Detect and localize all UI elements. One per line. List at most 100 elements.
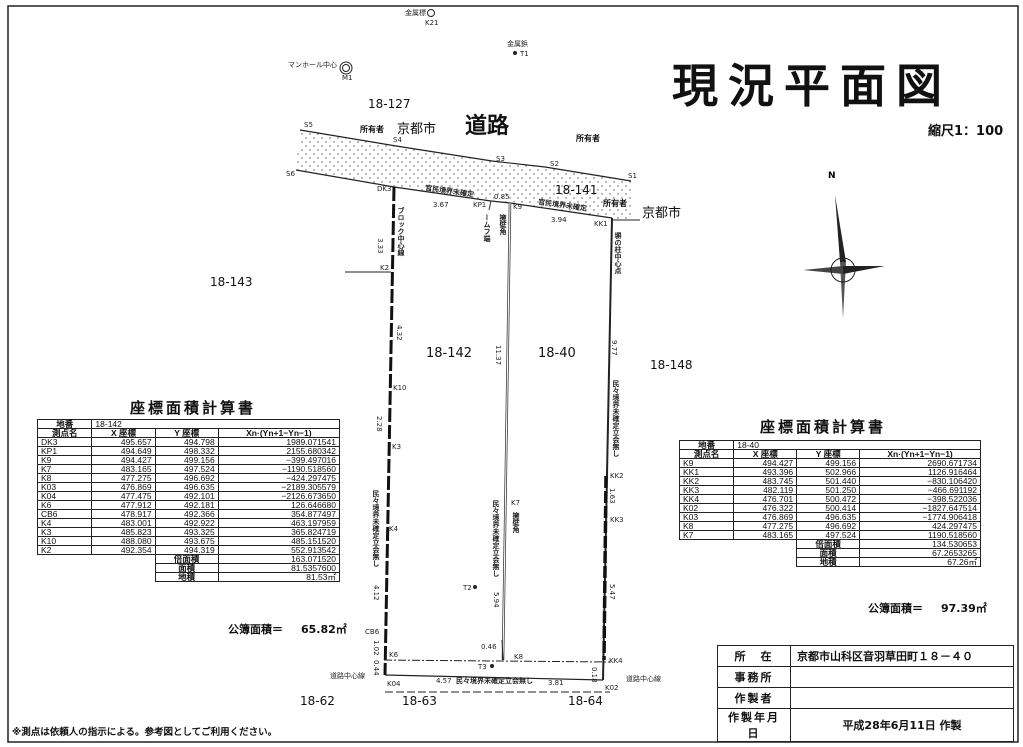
svg-text:K9: K9	[513, 203, 522, 211]
svg-text:京都市: 京都市	[642, 205, 681, 221]
right-calc-title: 座標面積計算書	[760, 418, 887, 436]
svg-text:擁壁角: 擁壁角	[512, 511, 520, 534]
svg-text:1.02: 1.02	[372, 640, 380, 656]
boundary-east	[602, 217, 613, 681]
svg-text:S6: S6	[286, 170, 295, 178]
svg-text:マンホール中心: マンホール中心	[288, 60, 337, 69]
svg-text:0.46: 0.46	[481, 643, 497, 651]
road-hatch	[296, 130, 631, 220]
svg-text:18-40: 18-40	[538, 346, 576, 361]
svg-text:K2: K2	[380, 264, 389, 272]
summary-label: 地積	[154, 572, 219, 582]
svg-text:11.37: 11.37	[494, 345, 502, 365]
left-registered-area: 公簿面積＝65.82㎡	[228, 623, 347, 636]
svg-text:K4: K4	[389, 525, 399, 533]
point-name: K7	[678, 530, 735, 540]
table-header: 測点名 X 座標 Y 座標 Xn·(Yn+1−Yn−1)	[36, 428, 341, 438]
x-coord: 483.165	[733, 530, 798, 540]
svg-text:5.47: 5.47	[608, 584, 616, 600]
svg-text:金属標: 金属標	[405, 8, 426, 17]
date-value: 平成28年6月11日 作製	[790, 708, 1014, 742]
left-calc-title: 座標面積計算書	[130, 399, 257, 417]
svg-text:所有者: 所有者	[359, 124, 384, 134]
boundary-south-dashed	[383, 659, 611, 663]
svg-text:道路: 道路	[465, 113, 510, 139]
svg-text:T2: T2	[462, 584, 472, 592]
info-box: 所 在京都市山科区音羽草田町１８－４０ 事務所 作製者 作製年月日平成28年6月…	[717, 645, 1014, 742]
svg-text:18-148: 18-148	[650, 358, 693, 372]
svg-text:0.44: 0.44	[372, 660, 380, 676]
svg-text:K02: K02	[605, 684, 619, 692]
svg-text:K21: K21	[425, 19, 439, 27]
svg-text:M1: M1	[342, 74, 353, 82]
svg-text:KK4: KK4	[609, 657, 623, 665]
summary-value: 67.26㎡	[859, 557, 981, 567]
svg-text:CB6: CB6	[365, 628, 380, 636]
svg-text:18-63: 18-63	[402, 694, 437, 708]
t3-marker-icon	[490, 664, 494, 668]
svg-text:18-141: 18-141	[555, 183, 598, 197]
point-labels: S5 S4 S3 S2 S1 S6 DK3 KP1 K9 KK1 K2 K10 …	[286, 8, 661, 692]
svg-text:S3: S3	[496, 155, 505, 163]
svg-text:K3: K3	[392, 443, 401, 451]
svg-text:4.57: 4.57	[436, 677, 452, 685]
parcel-labels: 18-127 18-141 18-143 18-142 18-40 18-148…	[210, 97, 693, 708]
svg-text:K8: K8	[514, 653, 523, 661]
office-value	[790, 666, 1014, 688]
road-center-line	[384, 674, 604, 681]
svg-text:18-142: 18-142	[426, 346, 472, 361]
svg-text:S1: S1	[628, 172, 637, 180]
svg-text:KK2: KK2	[610, 472, 624, 480]
svg-text:KK1: KK1	[594, 220, 608, 228]
svg-text:民々境界未確定立会無し: 民々境界未確定立会無し	[612, 380, 621, 458]
svg-text:KP1: KP1	[473, 201, 486, 209]
author-value	[790, 687, 1014, 709]
svg-text:S5: S5	[304, 121, 313, 129]
scale-label: 縮尺1：100	[928, 124, 1004, 139]
svg-text:4.32: 4.32	[395, 325, 403, 341]
dimension-labels: 3.67 0.85 3.94 3.33 4.32 2.28 4.12 1.02 …	[372, 193, 618, 687]
svg-text:K6: K6	[389, 651, 399, 659]
svg-text:KK3: KK3	[610, 516, 624, 524]
point-name: K2	[36, 545, 93, 555]
svg-text:S2: S2	[550, 160, 559, 168]
svg-text:ブロック中心線: ブロック中心線	[397, 206, 405, 257]
location-value: 京都市山科区音羽草田町１８－４０	[790, 645, 1014, 667]
svg-text:18-143: 18-143	[210, 275, 253, 289]
right-registered-area: 公簿面積＝97.39㎡	[868, 602, 987, 615]
t2-marker-icon	[473, 585, 477, 589]
svg-text:3.33: 3.33	[376, 238, 384, 254]
svg-text:2.28: 2.28	[375, 416, 383, 432]
summary-label: 地積	[796, 557, 861, 567]
metal-marker-icon	[427, 9, 435, 17]
survey-notes: 官民境界未確定 官民境界未確定 ブロック中心線 ームフ端 擁壁角 擁壁角 塀の柱…	[372, 183, 623, 685]
svg-text:所有者: 所有者	[575, 133, 600, 143]
svg-text:5.94: 5.94	[492, 592, 500, 608]
svg-text:民々境界未確定立会無し: 民々境界未確定立会無し	[372, 490, 381, 568]
svg-text:塀の柱中心点: 塀の柱中心点	[614, 231, 622, 275]
north-arrow-icon: N	[803, 171, 885, 318]
manhole-icon	[339, 61, 353, 75]
svg-text:DK3: DK3	[377, 185, 391, 193]
svg-text:T1: T1	[519, 50, 529, 58]
svg-text:道路中心線: 道路中心線	[330, 671, 365, 680]
svg-text:民々境界未確定立会無し: 民々境界未確定立会無し	[456, 676, 533, 685]
svg-text:K10: K10	[393, 384, 407, 392]
svg-text:T3: T3	[477, 663, 487, 671]
svg-text:K04: K04	[387, 680, 401, 688]
svg-text:4.12: 4.12	[372, 585, 380, 601]
svg-text:9.77: 9.77	[610, 340, 618, 356]
svg-text:1.63: 1.63	[608, 488, 616, 504]
svg-text:N: N	[828, 171, 836, 181]
page-frame	[7, 5, 1019, 743]
svg-text:金属鋲: 金属鋲	[507, 39, 528, 48]
svg-text:S4: S4	[393, 136, 402, 144]
